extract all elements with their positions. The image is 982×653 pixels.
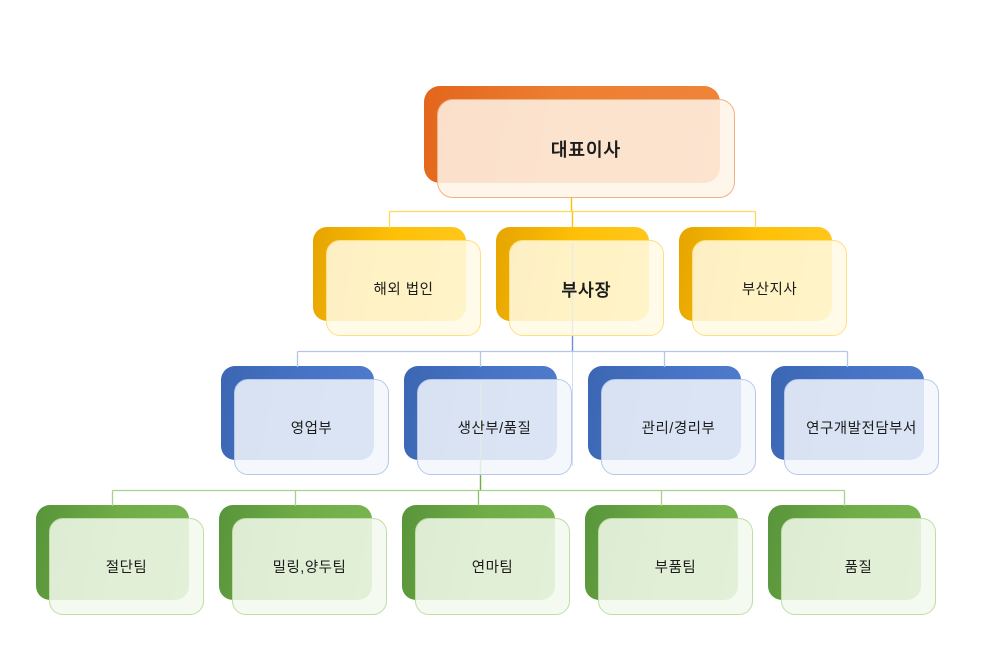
- node-card: 연마팀: [415, 518, 570, 615]
- org-node-overseas: 해외 법인: [313, 227, 481, 336]
- node-card: 부산지사: [692, 240, 847, 336]
- node-card: 부품팀: [598, 518, 753, 615]
- node-label: 영업부: [290, 420, 333, 437]
- org-node-cutting: 절단팀: [36, 505, 204, 615]
- org-node-vp: 부사장: [496, 227, 664, 336]
- node-label: 대표이사: [550, 139, 622, 160]
- node-card: 해외 법인: [326, 240, 481, 336]
- org-node-production: 생산부/품질: [404, 366, 572, 475]
- node-label: 연구개발전담부서: [806, 420, 917, 437]
- node-label: 연마팀: [471, 560, 514, 576]
- org-node-milling: 밀링,양두팀: [219, 505, 387, 615]
- node-label: 절단팀: [105, 560, 148, 576]
- node-label: 관리/경리부: [641, 420, 716, 437]
- node-label: 품질: [844, 560, 873, 576]
- org-node-ceo: 대표이사: [424, 86, 735, 198]
- node-card: 관리/경리부: [601, 379, 756, 475]
- node-card: 대표이사: [437, 99, 735, 198]
- node-card: 생산부/품질: [417, 379, 572, 475]
- node-card: 절단팀: [49, 518, 204, 615]
- org-node-parts: 부품팀: [585, 505, 753, 615]
- org-node-grinding: 연마팀: [402, 505, 570, 615]
- node-label: 부산지사: [741, 281, 798, 298]
- org-node-busan: 부산지사: [679, 227, 847, 336]
- node-label: 해외 법인: [373, 281, 434, 298]
- node-label: 생산부/품질: [457, 420, 532, 437]
- org-node-admin: 관리/경리부: [588, 366, 756, 475]
- org-node-quality: 품질: [768, 505, 936, 615]
- node-label: 부사장: [561, 280, 612, 300]
- node-label: 밀링,양두팀: [272, 560, 347, 576]
- node-card: 밀링,양두팀: [232, 518, 387, 615]
- org-node-rnd: 연구개발전담부서: [771, 366, 939, 475]
- org-node-sales: 영업부: [221, 366, 389, 475]
- node-card: 연구개발전담부서: [784, 379, 939, 475]
- node-card: 품질: [781, 518, 936, 615]
- node-card: 부사장: [509, 240, 664, 336]
- node-label: 부품팀: [654, 560, 697, 576]
- node-card: 영업부: [234, 379, 389, 475]
